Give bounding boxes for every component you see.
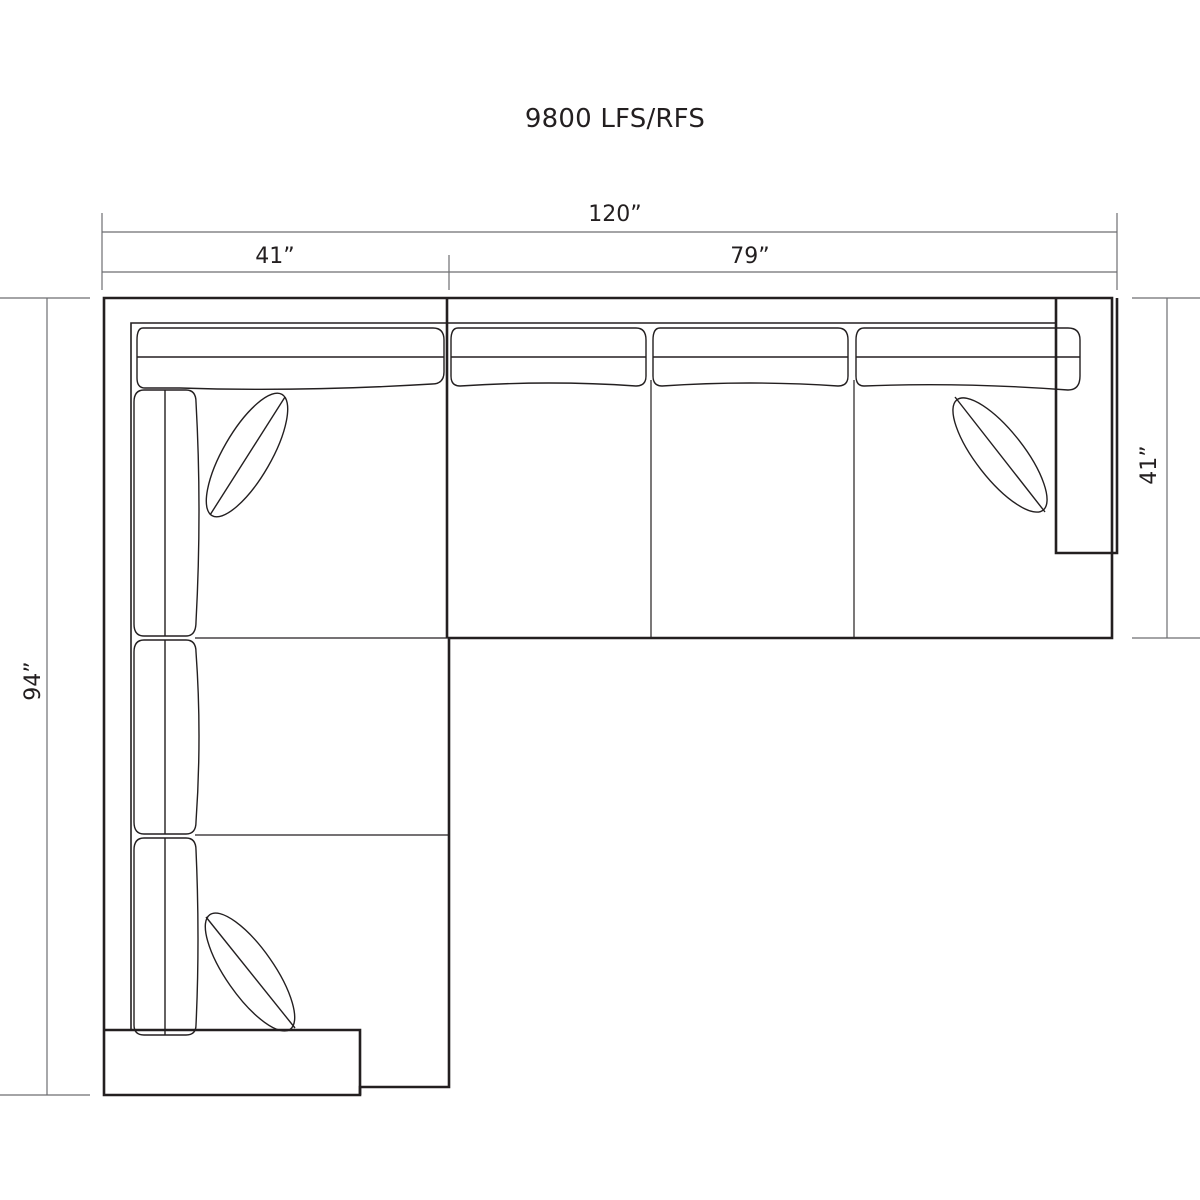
sectional-outline xyxy=(102,296,1119,1097)
back-cushions-left xyxy=(133,389,200,1036)
back-cushions-top xyxy=(136,327,1081,391)
dimension-lines xyxy=(0,213,1200,1096)
dimension-left-width: 41” xyxy=(255,244,295,269)
throw-pillows xyxy=(204,392,1048,1032)
dimension-right-width: 79” xyxy=(730,244,770,269)
dimension-overall-width: 120” xyxy=(588,202,642,227)
diagram-title: 9800 LFS/RFS xyxy=(524,104,706,134)
